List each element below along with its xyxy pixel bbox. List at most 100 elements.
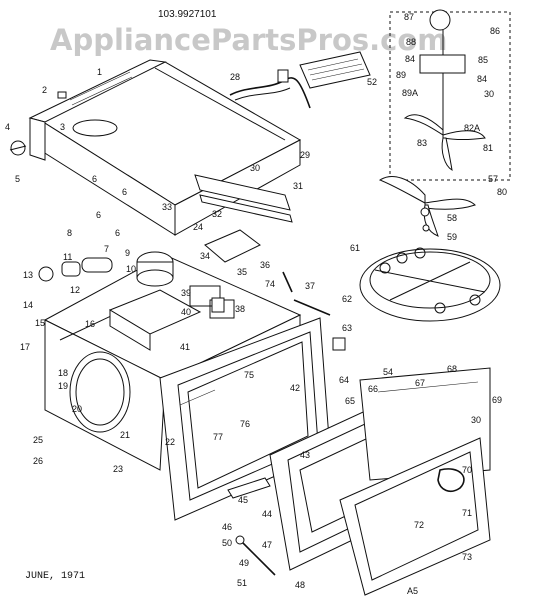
callout-35: 35 bbox=[237, 267, 247, 277]
callout-82A: 82A bbox=[464, 123, 480, 133]
motor-part-9 bbox=[136, 251, 174, 287]
callout-67: 67 bbox=[415, 378, 425, 388]
callout-32: 32 bbox=[212, 209, 222, 219]
interlock-lever-49 bbox=[235, 535, 276, 576]
rail-30-31 bbox=[194, 174, 293, 223]
screw-36-rod-37 bbox=[282, 271, 331, 316]
callout-75: 75 bbox=[244, 370, 254, 380]
callout-6b: 6 bbox=[122, 187, 127, 197]
callout-13: 13 bbox=[23, 270, 33, 280]
callout-59: 59 bbox=[447, 232, 457, 242]
callout-30: 30 bbox=[250, 163, 260, 173]
callout-1: 1 bbox=[97, 67, 102, 77]
callout-69: 69 bbox=[492, 395, 502, 405]
callout-34: 34 bbox=[200, 251, 210, 261]
cover-plate-32 bbox=[204, 229, 261, 263]
callout-86: 86 bbox=[490, 26, 500, 36]
callout-21: 21 bbox=[120, 430, 130, 440]
latch-part-63 bbox=[332, 337, 346, 351]
callout-6a: 6 bbox=[92, 174, 97, 184]
callout-25: 25 bbox=[33, 435, 43, 445]
callout-6c: 6 bbox=[96, 210, 101, 220]
header-part-number: 103.9927101 bbox=[158, 9, 217, 20]
callout-11: 11 bbox=[63, 252, 72, 262]
callout-8: 8 bbox=[67, 228, 72, 238]
callout-63: 63 bbox=[342, 323, 352, 333]
knob-part-4 bbox=[9, 140, 27, 156]
callout-74: 74 bbox=[265, 279, 275, 289]
callout-6d: 6 bbox=[115, 228, 120, 238]
callout-5: 5 bbox=[15, 174, 20, 184]
callout-51: 51 bbox=[237, 578, 247, 588]
callout-28: 28 bbox=[230, 72, 240, 82]
callout-31: 31 bbox=[293, 181, 303, 191]
callout-22: 22 bbox=[165, 437, 175, 447]
callout-76: 76 bbox=[240, 419, 250, 429]
callout-10: 10 bbox=[126, 264, 136, 274]
power-cord-28 bbox=[229, 69, 311, 109]
callout-68: 68 bbox=[447, 364, 457, 374]
callout-49: 49 bbox=[239, 558, 249, 568]
callout-9: 9 bbox=[125, 248, 130, 258]
callout-38: 38 bbox=[235, 304, 245, 314]
callout-89: 89 bbox=[396, 70, 406, 80]
callout-39: 39 bbox=[181, 288, 191, 298]
callout-29: 29 bbox=[300, 150, 310, 160]
callout-81: 81 bbox=[483, 143, 493, 153]
footer-code: A5 bbox=[407, 586, 418, 596]
capacitor-part-11 bbox=[61, 257, 113, 277]
callout-80: 80 bbox=[497, 187, 507, 197]
callout-70: 70 bbox=[462, 465, 472, 475]
callout-52: 52 bbox=[367, 77, 377, 87]
callout-48: 48 bbox=[295, 580, 305, 590]
callout-18: 18 bbox=[58, 368, 68, 378]
callout-65: 65 bbox=[345, 396, 355, 406]
callout-16: 16 bbox=[85, 319, 95, 329]
callout-42: 42 bbox=[290, 383, 300, 393]
callout-57: 57 bbox=[488, 174, 498, 184]
callout-20: 20 bbox=[72, 404, 82, 414]
footer-date: JUNE, 1971 bbox=[25, 571, 85, 582]
callout-14: 14 bbox=[23, 300, 33, 310]
callout-61: 61 bbox=[350, 243, 360, 253]
callout-87: 87 bbox=[404, 12, 414, 22]
callout-47: 47 bbox=[262, 540, 272, 550]
drip-pan-61 bbox=[359, 247, 501, 322]
watermark-text: AppliancePartsPros.com bbox=[50, 23, 447, 57]
callout-37: 37 bbox=[305, 281, 315, 291]
transformer-part-13 bbox=[38, 266, 54, 282]
callout-71: 71 bbox=[462, 508, 472, 518]
callout-12: 12 bbox=[70, 285, 80, 295]
side-panel-52 bbox=[299, 51, 371, 89]
callout-62: 62 bbox=[342, 294, 352, 304]
callout-17: 17 bbox=[20, 342, 30, 352]
callout-85: 85 bbox=[478, 55, 488, 65]
callout-numbers: 1 2 3 4 5 6 6 6 6 7 8 9 10 11 12 13 14 1… bbox=[5, 12, 507, 590]
callout-15: 15 bbox=[35, 318, 45, 328]
callout-36: 36 bbox=[260, 260, 270, 270]
callout-89A: 89A bbox=[402, 88, 418, 98]
callout-66: 66 bbox=[368, 384, 378, 394]
callout-44: 44 bbox=[262, 509, 272, 519]
callout-30b: 30 bbox=[471, 415, 481, 425]
back-panel bbox=[28, 59, 167, 161]
callout-45: 45 bbox=[238, 495, 248, 505]
callout-3: 3 bbox=[60, 122, 65, 132]
callout-24: 24 bbox=[193, 222, 203, 232]
callout-4: 4 bbox=[5, 122, 10, 132]
callout-32b: 30 bbox=[484, 89, 494, 99]
callout-41: 41 bbox=[180, 342, 190, 352]
bracket-part-45 bbox=[227, 477, 271, 499]
magnetron-block bbox=[108, 285, 235, 351]
callout-40: 40 bbox=[181, 307, 191, 317]
callout-64: 64 bbox=[339, 375, 349, 385]
callout-73: 73 bbox=[462, 552, 472, 562]
callout-50: 50 bbox=[222, 538, 232, 548]
callout-23: 23 bbox=[113, 464, 123, 474]
callout-72: 72 bbox=[414, 520, 424, 530]
callout-7: 7 bbox=[104, 244, 109, 254]
callout-88: 88 bbox=[406, 37, 416, 47]
callout-77: 77 bbox=[213, 432, 223, 442]
outer-door-72-73 bbox=[339, 437, 491, 596]
